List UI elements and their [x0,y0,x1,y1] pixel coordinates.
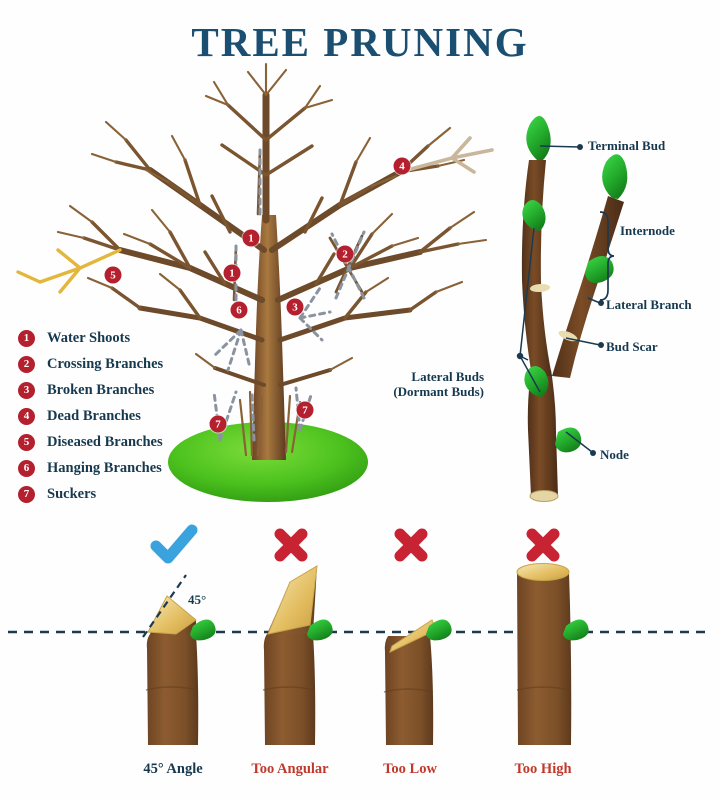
legend-badge-2: 2 [18,355,35,373]
tree-marker-5[interactable]: 5 [104,266,122,284]
label-node: Node [600,447,629,462]
legend-label-1: Water Shoots [47,329,131,346]
tree-marker-1a[interactable]: 1 [242,229,260,247]
legend-item-diseased-branches[interactable]: 5 Diseased Branches [18,429,228,455]
legend-label-3: Broken Branches [47,381,155,398]
tree-marker-7b[interactable]: 7 [296,401,314,419]
legend-label-7: Suckers [47,485,97,502]
tree-marker-7a[interactable]: 7 [209,415,227,433]
legend-item-dead-branches[interactable]: 4 Dead Branches [18,403,228,429]
cut-label-too-low: Too Low [383,761,437,777]
label-lateral-branch: Lateral Branch [606,297,692,312]
legend-item-suckers[interactable]: 7 Suckers [18,481,228,507]
tree-marker-3[interactable]: 3 [286,298,304,316]
label-lateral-buds: Lateral Buds (Dormant Buds) [393,369,484,399]
tree-marker-6[interactable]: 6 [230,301,248,319]
cut-label-too-angular: Too Angular [251,761,329,777]
legend-badge-7: 7 [18,485,35,503]
legend-item-water-shoots[interactable]: 1 Water Shoots [18,325,228,351]
legend-label-6: Hanging Branches [47,459,162,476]
label-internode: Internode [620,223,675,238]
label-terminal-bud: Terminal Bud [588,138,666,153]
label-lateral-buds-line2: (Dormant Buds) [393,384,484,399]
legend-badge-3: 3 [18,381,35,399]
legend-label-5: Diseased Branches [47,433,163,450]
label-bud-scar: Bud Scar [606,339,658,354]
page-title: TREE PRUNING [191,19,529,65]
legend-badge-1: 1 [18,329,35,347]
legend-label-4: Dead Branches [47,407,141,424]
legend: 1 Water Shoots 2 Crossing Branches 3 Bro… [18,325,228,507]
check-icon [150,524,198,564]
legend-badge-5: 5 [18,433,35,451]
legend-label-2: Crossing Branches [47,355,164,372]
legend-item-crossing-branches[interactable]: 2 Crossing Branches [18,351,228,377]
legend-badge-4: 4 [18,407,35,425]
legend-badge-6: 6 [18,459,35,477]
angle-annotation-45: 45° [188,592,207,607]
tree-marker-4[interactable]: 4 [393,157,411,175]
legend-item-broken-branches[interactable]: 3 Broken Branches [18,377,228,403]
legend-item-hanging-branches[interactable]: 6 Hanging Branches [18,455,228,481]
label-lateral-buds-line1: Lateral Buds [411,369,484,384]
tree-marker-1b[interactable]: 1 [223,264,241,282]
cut-label-correct: 45° Angle [143,761,203,777]
tree-marker-2[interactable]: 2 [336,245,354,263]
cut-label-too-high: Too High [514,761,572,777]
